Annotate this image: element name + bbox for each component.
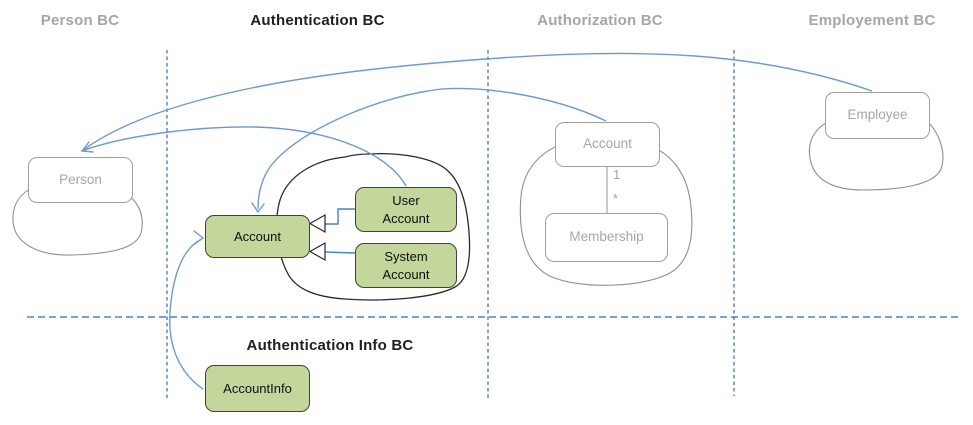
user-account-box[interactable]: User Account bbox=[355, 187, 457, 232]
user-account-label-line1: User bbox=[392, 192, 420, 208]
employee-box[interactable]: Employee bbox=[825, 92, 930, 139]
account-box[interactable]: Account bbox=[205, 215, 310, 258]
system-account-label-line1: System bbox=[384, 248, 428, 264]
accountinfo-box[interactable]: AccountInfo bbox=[205, 365, 310, 412]
authentication-context-blob bbox=[276, 152, 471, 301]
header-authentication-bc: Authentication BC bbox=[250, 12, 385, 29]
inheritance-line-system-account bbox=[324, 251, 356, 254]
header-authentication-info-bc: Authentication Info BC bbox=[246, 337, 414, 354]
arrow-employee-to-person bbox=[81, 52, 873, 152]
system-account-label-line2: Account bbox=[382, 266, 430, 282]
arrow-authz-account-to-auth-account bbox=[257, 87, 607, 210]
arrowhead-at-auth-account-left bbox=[192, 230, 205, 246]
authz-account-box[interactable]: Account bbox=[555, 122, 660, 167]
arrowhead-at-auth-account-top bbox=[251, 202, 265, 214]
inheritance-triangle-user bbox=[308, 213, 326, 234]
multiplicity-many: * bbox=[613, 191, 619, 206]
user-account-label-line2: Account bbox=[382, 210, 430, 226]
inheritance-triangle-system bbox=[308, 241, 326, 262]
system-account-box[interactable]: System Account bbox=[355, 243, 457, 288]
person-box[interactable]: Person bbox=[28, 157, 133, 203]
multiplicity-one: 1 bbox=[613, 167, 621, 182]
header-authorization-bc: Authorization BC bbox=[537, 12, 663, 29]
arrow-accountinfo-to-auth-account bbox=[169, 239, 204, 390]
header-employement-bc: Employement BC bbox=[808, 12, 936, 29]
arrowhead-at-person bbox=[80, 141, 94, 153]
arrow-user-account-to-person bbox=[81, 126, 407, 187]
membership-box[interactable]: Membership bbox=[545, 213, 668, 262]
header-person-bc: Person BC bbox=[40, 12, 120, 29]
inheritance-line-user-account bbox=[325, 208, 355, 225]
